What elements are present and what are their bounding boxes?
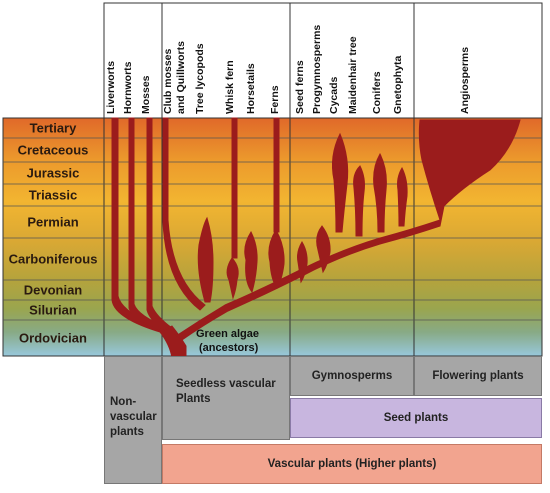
taxon-label-liverworts: Liverworts	[105, 61, 117, 114]
vascular-label: Vascular plants (Higher plants)	[267, 458, 437, 470]
seedless-line1: Seedless vascular	[176, 378, 276, 390]
era-label-carboniferous: Carboniferous	[9, 252, 98, 267]
taxon-label-hornworts: Hornworts	[122, 61, 134, 114]
taxon-label-horsetails: Horsetails	[245, 63, 257, 114]
taxon-label-gnetophyta: Gnetophyta	[392, 56, 404, 114]
gymnosperms-box: Gymnosperms	[290, 356, 414, 396]
group-dividers	[103, 3, 415, 356]
bulb-whisk-fern	[226, 257, 239, 300]
ancestral-trunk	[159, 325, 187, 359]
taxon-label-progymnosperms: Progymnosperms	[311, 25, 323, 114]
taxon-label-maidenhair-tree: Maidenhair tree	[347, 36, 359, 114]
branch-maidenhair	[353, 165, 365, 237]
taxon-label-whisk-fern: Whisk fern	[224, 60, 236, 114]
seedless-line2: Plants	[176, 393, 211, 405]
nonvascular-box: Non- vascular plants	[104, 356, 162, 484]
taxon-label-conifers: Conifers	[371, 71, 383, 114]
branch-progymnosperms	[316, 225, 331, 274]
branch-ferns	[273, 117, 280, 233]
branch-horsetails	[244, 230, 258, 294]
taxon-label-tree-lycopods: Tree lycopods	[194, 43, 206, 114]
era-label-ordovician: Ordovician	[19, 331, 87, 346]
seed-plants-box: Seed plants	[290, 398, 542, 438]
taxon-label-mosses: Mosses	[140, 75, 152, 114]
taxon-label-cycads: Cycads	[328, 76, 340, 114]
branch-tree-lycopods	[197, 216, 214, 303]
branch-seed-ferns	[297, 241, 308, 284]
evolution-tree	[111, 117, 521, 359]
branch-whisk-fern	[231, 117, 238, 259]
era-label-devonian: Devonian	[24, 283, 83, 298]
branch-cycads	[332, 132, 349, 233]
gymnosperms-label: Gymnosperms	[311, 370, 393, 382]
era-label-triassic: Triassic	[29, 188, 77, 203]
taxon-label-and-quillworts: and Quillworts	[175, 41, 187, 114]
era-label-cretaceous: Cretaceous	[18, 143, 89, 158]
taxon-label-club-mosses: Club mosses	[162, 48, 174, 114]
nonvascular-line3: plants	[110, 426, 144, 438]
ancestor-label-line2: (ancestors)	[199, 342, 259, 354]
era-labels: TertiaryCretaceousJurassicTriassicPermia…	[9, 121, 98, 346]
era-label-tertiary: Tertiary	[30, 121, 77, 136]
taxa-header	[103, 2, 543, 119]
seedless-vascular-box: Seedless vascular Plants	[162, 356, 290, 440]
flowering-box: Flowering plants	[414, 356, 542, 396]
era-label-jurassic: Jurassic	[27, 166, 80, 181]
flowering-label: Flowering plants	[432, 370, 524, 382]
nonvascular-line2: vascular	[110, 411, 157, 423]
branch-club-mosses	[162, 117, 206, 311]
taxon-label-ferns: Ferns	[269, 85, 281, 114]
taxon-label-angiosperms: Angiosperms	[459, 47, 471, 114]
era-label-permian: Permian	[27, 215, 78, 230]
nonvascular-line1: Non-	[110, 396, 137, 408]
branch-gnetophyta	[397, 166, 408, 227]
seed-plants-label: Seed plants	[383, 412, 449, 424]
branch-conifers	[373, 152, 387, 233]
ancestor-label-line1: Green algae	[196, 328, 259, 340]
era-label-silurian: Silurian	[29, 303, 77, 318]
bulb-ferns	[268, 229, 285, 289]
vascular-plants-box: Vascular plants (Higher plants)	[162, 444, 542, 484]
taxon-label-seed-ferns: Seed ferns	[294, 60, 306, 114]
branch-angiosperms	[418, 119, 521, 227]
